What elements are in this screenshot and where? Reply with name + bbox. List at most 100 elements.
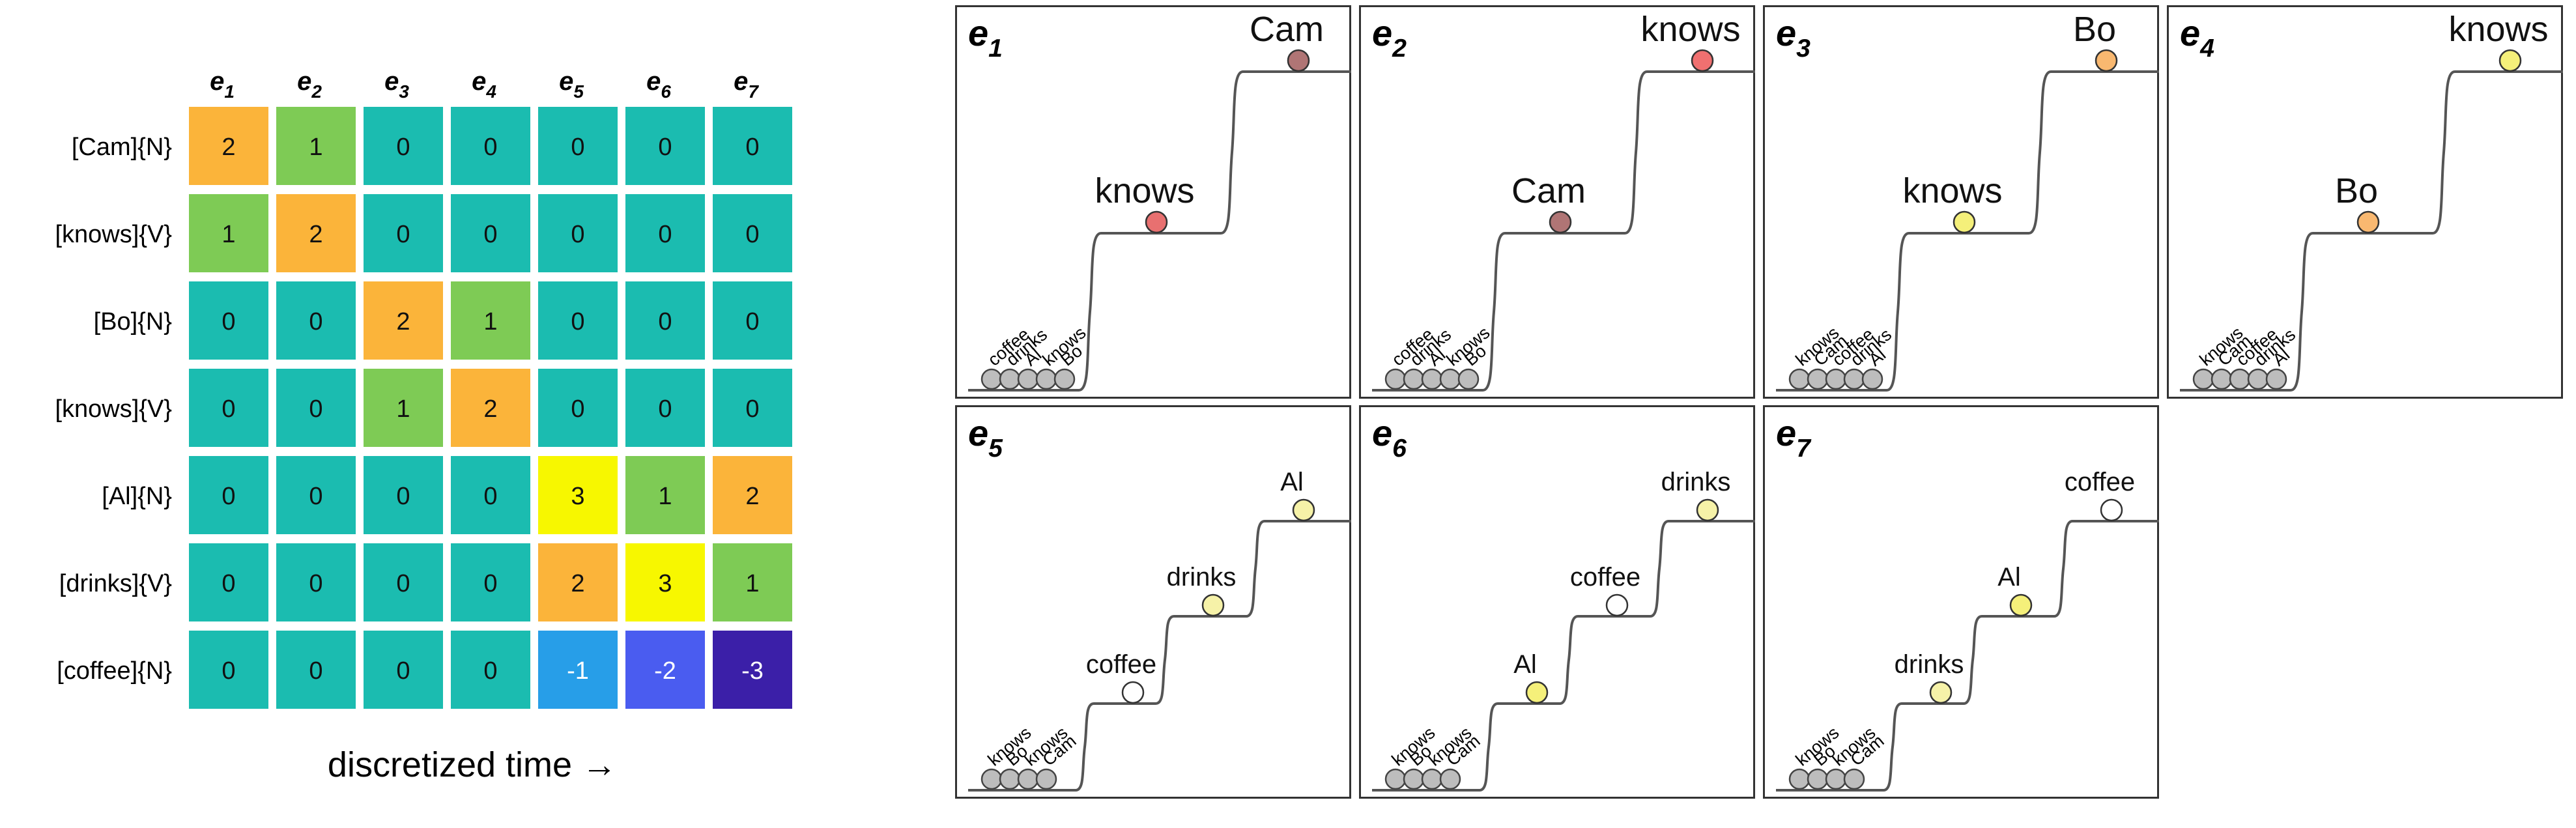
heatmap-cell bbox=[276, 543, 356, 621]
heatmap-cell bbox=[451, 543, 530, 621]
heatmap-cell bbox=[364, 543, 443, 621]
row-label: [Cam]{N} bbox=[72, 134, 172, 161]
heatmap-cell bbox=[538, 631, 618, 709]
staircase-curve bbox=[968, 70, 1351, 392]
word-ball bbox=[1696, 498, 1719, 522]
cell-value: 0 bbox=[483, 570, 497, 597]
pile-ball bbox=[1843, 768, 1865, 790]
pile-ball bbox=[1035, 368, 1057, 390]
word-ball bbox=[2100, 498, 2123, 522]
cell-value: -1 bbox=[567, 657, 589, 685]
cell-value: 0 bbox=[222, 308, 235, 335]
pile-ball bbox=[2229, 368, 2251, 390]
pile-ball bbox=[1439, 768, 1461, 790]
pile-ball bbox=[1825, 368, 1847, 390]
panel-title: e1 bbox=[968, 12, 1003, 63]
row-label: [Al]{N} bbox=[102, 483, 172, 510]
cell-value: 0 bbox=[571, 221, 584, 248]
word-ball bbox=[2356, 210, 2380, 234]
heatmap-cell bbox=[364, 369, 443, 447]
heatmap-cell bbox=[189, 281, 268, 360]
word-label: knows bbox=[2448, 10, 2548, 49]
word-label: knows bbox=[1902, 171, 2002, 210]
cell-value: 0 bbox=[309, 395, 322, 423]
heatmap-cell bbox=[713, 281, 792, 360]
word-label: Al bbox=[1513, 650, 1537, 679]
cell-value: 0 bbox=[396, 657, 410, 685]
cell-value: 0 bbox=[658, 308, 672, 335]
word-label: Cam bbox=[1250, 10, 1324, 49]
cell-value: 3 bbox=[571, 483, 584, 510]
staircase-curve bbox=[1776, 520, 2159, 792]
cell-value: 0 bbox=[222, 395, 235, 423]
heatmap-cell bbox=[713, 456, 792, 534]
pile-ball bbox=[1035, 768, 1057, 790]
heatmap-cell bbox=[538, 281, 618, 360]
pile-ball bbox=[1861, 368, 1883, 390]
cell-value: 0 bbox=[658, 395, 672, 423]
heatmap-cell bbox=[713, 543, 792, 621]
heatmap-cell bbox=[625, 194, 705, 272]
pile-ball bbox=[1403, 768, 1425, 790]
pile-ball bbox=[1384, 768, 1407, 790]
word-label: coffee bbox=[1086, 650, 1156, 679]
cell-value: 0 bbox=[658, 221, 672, 248]
cell-value: 0 bbox=[309, 657, 322, 685]
panel-title: e7 bbox=[1776, 412, 1812, 463]
cell-value: 2 bbox=[396, 308, 410, 335]
cell-value: 0 bbox=[745, 308, 759, 335]
heatmap-cell bbox=[713, 107, 792, 185]
heatmap-cell bbox=[451, 194, 530, 272]
cell-value: 0 bbox=[396, 134, 410, 161]
heatmap-cell bbox=[189, 456, 268, 534]
cell-value: 1 bbox=[658, 483, 672, 510]
heatmap-cell bbox=[451, 107, 530, 185]
cell-value: 0 bbox=[483, 221, 497, 248]
word-label: Bo bbox=[2335, 171, 2378, 210]
cell-value: 0 bbox=[571, 134, 584, 161]
heatmap-cell bbox=[364, 107, 443, 185]
cell-value: 0 bbox=[222, 570, 235, 597]
cell-value: 0 bbox=[571, 308, 584, 335]
word-ball bbox=[1549, 210, 1572, 234]
cell-value: 0 bbox=[222, 657, 235, 685]
cell-value: 1 bbox=[222, 221, 235, 248]
cell-value: 0 bbox=[309, 308, 322, 335]
cell-value: 1 bbox=[396, 395, 410, 423]
panel-title: e5 bbox=[968, 412, 1003, 463]
column-label: e5 bbox=[559, 67, 584, 102]
cell-value: 2 bbox=[745, 483, 759, 510]
heatmap-cell bbox=[713, 631, 792, 709]
cell-value: 0 bbox=[483, 483, 497, 510]
row-label: [coffee]{N} bbox=[57, 657, 172, 685]
pile-ball bbox=[1403, 368, 1425, 390]
heatmap-cell bbox=[538, 543, 618, 621]
word-ball bbox=[1121, 681, 1145, 704]
cell-value: 0 bbox=[658, 134, 672, 161]
column-label: e1 bbox=[210, 67, 235, 102]
cell-value: 2 bbox=[571, 570, 584, 597]
word-ball bbox=[1525, 681, 1549, 704]
cell-value: 2 bbox=[222, 134, 235, 161]
cell-value: -2 bbox=[654, 657, 676, 685]
heatmap-cell bbox=[189, 369, 268, 447]
heatmap-cell bbox=[625, 456, 705, 534]
word-ball bbox=[1201, 593, 1225, 617]
word-label: knows bbox=[1095, 171, 1194, 210]
heatmap-cell bbox=[189, 194, 268, 272]
heatmap-cell bbox=[538, 456, 618, 534]
word-ball bbox=[2009, 593, 2033, 617]
staircase-curve bbox=[1372, 520, 1755, 792]
cell-value: 0 bbox=[309, 570, 322, 597]
heatmap-cell bbox=[364, 631, 443, 709]
cell-value: 0 bbox=[745, 395, 759, 423]
pile-ball bbox=[2192, 368, 2214, 390]
word-label: drinks bbox=[1661, 468, 1731, 496]
pile-ball bbox=[1807, 768, 1829, 790]
pile-ball bbox=[1825, 768, 1847, 790]
